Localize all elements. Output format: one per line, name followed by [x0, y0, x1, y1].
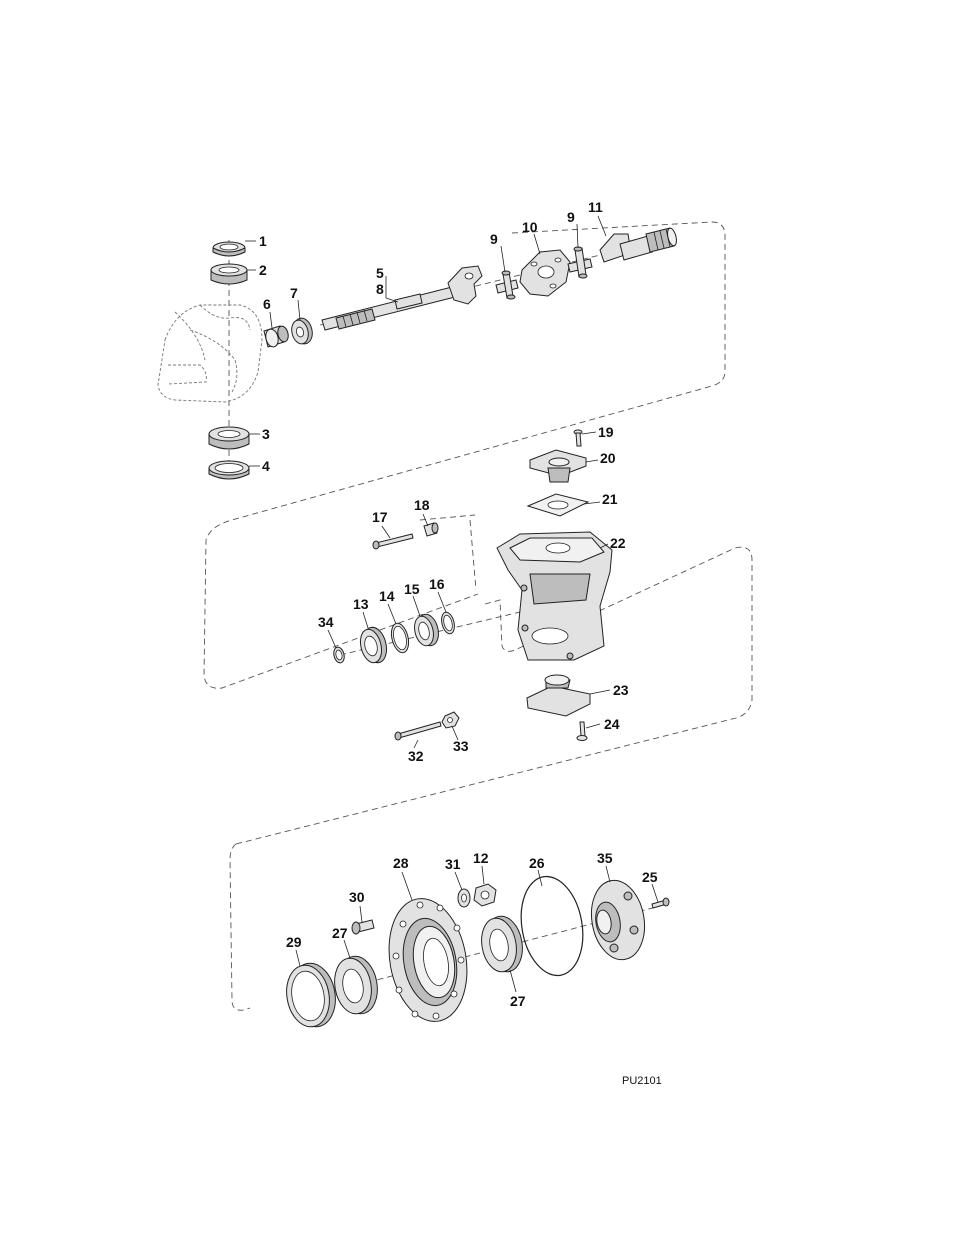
- part-13-seal: [357, 625, 390, 665]
- part-9-universal-cross-left: [496, 271, 518, 299]
- callout-5: 5: [376, 265, 384, 281]
- callout-28: 28: [393, 855, 409, 871]
- part-12-nut: [474, 884, 496, 906]
- callout-30: 30: [349, 889, 365, 905]
- part-30-stud: [352, 920, 374, 934]
- part-22-steering-knuckle: [497, 532, 612, 660]
- callout-26: 26: [529, 855, 545, 871]
- part-27-bearing-right: [478, 913, 527, 974]
- part-27-bearing-left: [330, 953, 381, 1017]
- part-4-seal: [209, 461, 249, 479]
- part-16-snap-ring: [440, 611, 457, 635]
- part-34-snap-ring: [332, 646, 346, 664]
- callout-22: 22: [610, 535, 626, 551]
- part-17-bolt: [373, 534, 413, 549]
- callout-27-right: 27: [510, 993, 526, 1009]
- part-21-gasket: [528, 494, 588, 516]
- part-6-bushing: [264, 325, 290, 348]
- part-18-spacer: [424, 523, 438, 536]
- assembly-boundary-lower: [230, 844, 250, 1010]
- callout-25: 25: [642, 869, 658, 885]
- part-3-bearing: [209, 427, 249, 449]
- callout-17: 17: [372, 509, 388, 525]
- part-2-bearing: [211, 264, 247, 284]
- callout-9-left: 9: [490, 231, 498, 247]
- callout-9-right: 9: [567, 209, 575, 225]
- callout-18: 18: [414, 497, 430, 513]
- callout-33: 33: [453, 738, 469, 754]
- section-steering-knuckle: [236, 430, 752, 844]
- part-10-center-yoke: [520, 250, 570, 296]
- callout-34: 34: [318, 614, 334, 630]
- part-20-cap: [530, 450, 586, 482]
- part-28-hub: [380, 892, 476, 1027]
- part-32-bolt: [395, 722, 441, 740]
- part-11-stub-shaft: [600, 227, 678, 262]
- part-7-seal: [289, 316, 315, 346]
- part-25-screw: [652, 898, 669, 908]
- callout-6: 6: [263, 296, 271, 312]
- part-31-washer: [458, 889, 470, 907]
- callout-20: 20: [600, 450, 616, 466]
- callout-15: 15: [404, 581, 420, 597]
- callout-35: 35: [597, 850, 613, 866]
- callout-8: 8: [376, 281, 384, 297]
- part-14-snap-ring: [389, 622, 412, 655]
- callout-13: 13: [353, 596, 369, 612]
- assembly-boundary-middle: [236, 547, 752, 844]
- callout-27-left: 27: [332, 925, 348, 941]
- part-15-bearing: [412, 612, 442, 648]
- callout-14: 14: [379, 588, 395, 604]
- callout-12: 12: [473, 850, 489, 866]
- callout-23: 23: [613, 682, 629, 698]
- part-1-seal: [213, 242, 245, 256]
- callout-16: 16: [429, 576, 445, 592]
- callout-21: 21: [602, 491, 618, 507]
- callout-32: 32: [408, 748, 424, 764]
- part-23-lower-cap: [527, 675, 590, 716]
- part-33-nut: [442, 712, 459, 728]
- part-19-screw: [574, 430, 582, 446]
- callout-11: 11: [588, 199, 603, 215]
- callout-10: 10: [522, 219, 538, 235]
- part-29-seal: [282, 960, 340, 1031]
- part-35-planetary-carrier: [585, 876, 650, 964]
- axle-housing-ghost: [158, 305, 262, 402]
- callout-31: 31: [445, 856, 461, 872]
- figure-id: PU2101: [622, 1075, 662, 1087]
- callout-3: 3: [262, 426, 270, 442]
- callout-7: 7: [290, 285, 298, 301]
- part-26-o-ring: [514, 872, 590, 981]
- callout-19: 19: [598, 424, 614, 440]
- knuckle-side-line: [470, 520, 476, 590]
- callout-29: 29: [286, 934, 302, 950]
- callout-4: 4: [262, 458, 270, 474]
- part-24-screw: [577, 722, 587, 741]
- callout-2: 2: [259, 262, 267, 278]
- part-5-8-axle-shaft: [322, 266, 482, 330]
- callout-24: 24: [604, 716, 620, 732]
- part-9-universal-cross-right: [568, 247, 592, 278]
- callout-1: 1: [259, 233, 267, 249]
- knuckle-upper-line: [420, 515, 475, 520]
